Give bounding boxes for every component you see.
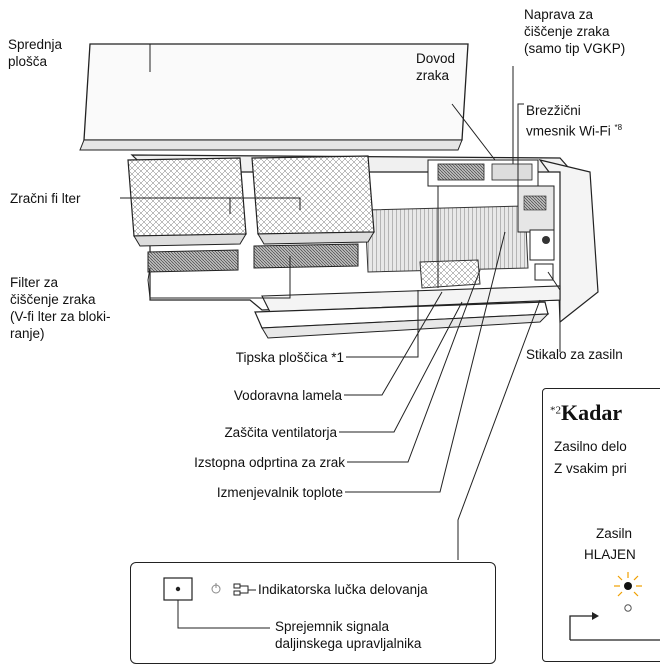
label-fan-guard: Zaščita ventilatorja <box>224 425 337 440</box>
label-cleaning-filter-line2: čiščenje zraka <box>10 292 96 307</box>
label-wifi-line1: Brezžični <box>526 103 581 118</box>
label-air-inlet-line2: zraka <box>416 68 450 83</box>
label-receiver-line1: Sprejemnik signala <box>275 619 390 634</box>
label-cleaning-filter-line4: ranje) <box>10 326 45 341</box>
front-panel-shape <box>79 43 469 151</box>
air-filter-shape <box>127 155 375 247</box>
note-footnote-mark: *2 <box>550 404 561 417</box>
label-signal-receiver: Sprejemnik signala daljinskega upravljal… <box>275 618 421 652</box>
label-air-inlet: Dovod zraka <box>416 50 455 84</box>
label-cleaning-filter-line1: Filter za <box>10 275 59 290</box>
emergency-operation-note-box <box>542 388 660 662</box>
label-heat-exchanger: Izmenjevalnik toplote <box>216 485 343 500</box>
note-mode-1: Zasiln <box>596 526 633 541</box>
label-air-outlet: Izstopna odprtina za zrak <box>194 455 345 470</box>
label-air-cleaner-line2: čiščenje zraka <box>524 24 610 39</box>
label-air-filter: Zračni fi lter <box>10 191 81 206</box>
leader-lines <box>90 43 561 560</box>
label-front-panel: Sprednja plošča <box>8 36 62 70</box>
label-wifi: Brezžični vmesnik Wi-Fi *8 <box>526 102 622 140</box>
label-nameplate: Tipska ploščica *1 <box>235 350 344 365</box>
note-mode-2: HLAJEN <box>584 547 636 562</box>
label-air-cleaner-line1: Naprava za <box>524 7 594 22</box>
label-cleaning-filter-line3: (V-fi lter za bloki- <box>10 309 111 324</box>
air-cleaning-filter-shape <box>147 243 359 273</box>
label-wifi-line2: vmesnik Wi-Fi *8 <box>526 123 623 139</box>
label-emergency-switch: Stikalo za zasiln <box>526 347 623 362</box>
label-air-cleaner-line3: (samo tip VGKP) <box>524 41 626 56</box>
label-air-cleaner: Naprava za čiščenje zraka (samo tip VGKP… <box>524 6 625 57</box>
label-air-inlet-line1: Dovod <box>416 51 456 66</box>
note-line-1: Zasilno delo <box>554 439 627 454</box>
wifi-footnote-mark: *8 <box>614 123 623 132</box>
note-title-text: Kadar <box>561 400 623 425</box>
label-air-cleaning-filter: Filter za čiščenje zraka (V-fi lter za b… <box>10 274 111 342</box>
label-front-panel-line1: Sprednja <box>8 37 63 52</box>
note-title: *2Kadar <box>550 400 622 426</box>
label-front-panel-line2: plošča <box>8 54 48 69</box>
label-receiver-line2: daljinskega upravljalnika <box>275 636 422 651</box>
note-line-2: Z vsakim pri <box>554 461 627 476</box>
label-horizontal-louver: Vodoravna lamela <box>233 388 342 403</box>
label-indicator-lamp: Indikatorska lučka delovanja <box>258 582 428 597</box>
